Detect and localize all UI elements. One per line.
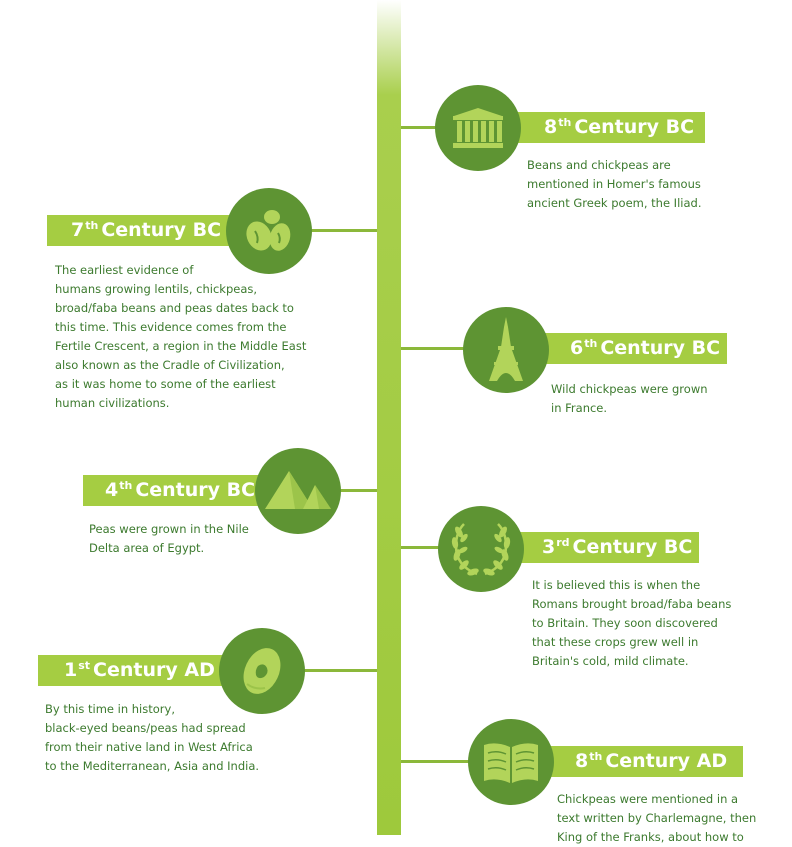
connector	[401, 546, 443, 549]
event-description: By this time in history, black-eyed bean…	[45, 702, 260, 773]
open-book-icon-circle	[468, 719, 554, 805]
beans-icon-circle	[226, 188, 312, 274]
black-eyed-pea-icon	[243, 648, 281, 694]
laurel-wreath-icon-circle	[438, 506, 524, 592]
temple-icon-circle	[435, 85, 521, 171]
event-description: Chickpeas were mentioned in a text writt…	[557, 792, 757, 844]
laurel-wreath-icon	[451, 523, 511, 576]
event-description: Wild chickpeas were grown in France.	[551, 382, 708, 415]
eiffel-tower-icon-circle	[463, 307, 549, 393]
event-description: Beans and chickpeas are mentioned in Hom…	[527, 158, 702, 210]
connector	[401, 347, 469, 350]
connector	[305, 229, 377, 232]
beans-icon	[246, 210, 291, 251]
open-book-icon	[484, 743, 538, 783]
pyramids-icon-circle	[255, 448, 341, 534]
event-description: The earliest evidence of humans growing …	[55, 263, 307, 410]
black-eyed-pea-icon-circle	[219, 628, 305, 714]
pyramids-icon	[265, 471, 331, 509]
temple-icon	[453, 108, 503, 148]
connector	[334, 489, 377, 492]
event-description: It is believed this is when the Romans b…	[532, 578, 732, 668]
eiffel-tower-icon	[489, 317, 523, 381]
connector	[298, 669, 377, 672]
timeline-spine	[377, 0, 401, 835]
connector	[401, 126, 441, 129]
connector	[401, 760, 473, 763]
event-description: Peas were grown in the Nile Delta area o…	[89, 522, 249, 555]
